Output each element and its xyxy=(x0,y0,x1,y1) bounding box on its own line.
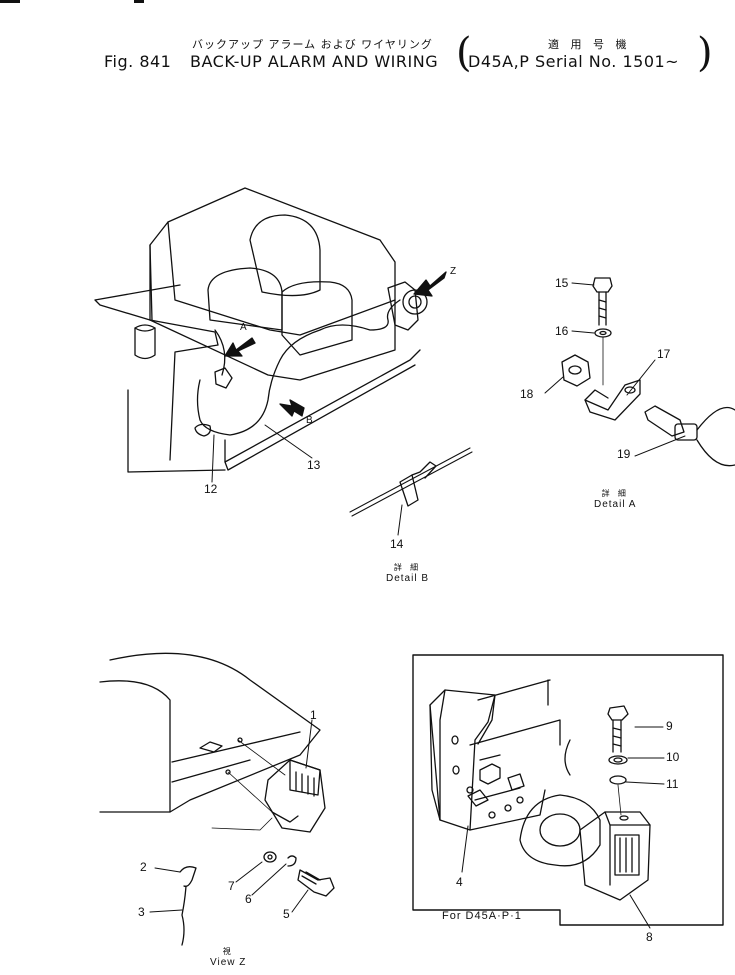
detail-a-drawing xyxy=(561,277,735,467)
detail-a-label: Detail A xyxy=(594,499,637,510)
detail-b-jp: 詳 細 xyxy=(393,563,422,572)
figure-title: BACK-UP ALARM AND WIRING xyxy=(190,52,439,71)
view-z-drawing xyxy=(99,652,335,946)
corner-mark xyxy=(134,0,144,3)
arrow-a-label: A xyxy=(240,322,247,333)
corner-mark xyxy=(0,0,20,3)
callout-8: 8 xyxy=(646,930,653,944)
close-paren: ) xyxy=(697,30,713,76)
callout-13: 13 xyxy=(307,458,321,472)
arrow-a xyxy=(224,337,256,357)
applicability-japanese: 適 用 号 機 xyxy=(548,38,631,51)
callout-7: 7 xyxy=(228,879,235,893)
callout-11: 11 xyxy=(666,777,679,791)
callout-12: 12 xyxy=(204,482,218,496)
arrow-b-label: B xyxy=(306,415,313,426)
figure-number: Fig. 841 xyxy=(104,52,172,71)
detail-a-caption: 詳 細 Detail A xyxy=(594,488,636,510)
inset-caption: For D45A·P·1 xyxy=(442,910,522,922)
detail-b-drawing xyxy=(349,447,473,517)
view-z-label: View Z xyxy=(210,957,247,968)
inset-drawing xyxy=(429,679,651,901)
tractor-rear-view xyxy=(94,187,428,473)
callout-5: 5 xyxy=(283,907,290,921)
callout-15: 15 xyxy=(555,276,569,290)
callout-1: 1 xyxy=(310,708,317,722)
callout-3: 3 xyxy=(138,905,145,919)
callout-16: 16 xyxy=(555,324,569,338)
callout-2: 2 xyxy=(140,860,147,874)
view-z-jp: 視 xyxy=(222,947,234,956)
title-japanese: バックアップ アラーム および ワイヤリング xyxy=(192,38,433,51)
callout-17: 17 xyxy=(657,347,671,361)
detail-a-jp: 詳 細 xyxy=(601,489,629,498)
inset-frame xyxy=(412,654,724,926)
open-paren: ( xyxy=(456,30,472,76)
detail-b-label: Detail B xyxy=(386,573,430,584)
arrow-z-label: Z xyxy=(450,266,457,277)
arrow-z xyxy=(413,271,447,297)
callout-9: 9 xyxy=(666,719,673,733)
callout-4: 4 xyxy=(456,875,463,889)
arrow-b xyxy=(279,399,305,417)
callout-10: 10 xyxy=(666,750,680,764)
applicability: D45A,P Serial No. 1501~ xyxy=(468,52,680,71)
view-z-caption: 視 View Z xyxy=(210,946,246,968)
callout-14: 14 xyxy=(390,537,404,551)
callout-18: 18 xyxy=(520,387,534,401)
detail-b-caption: 詳 細 Detail B xyxy=(386,562,429,584)
page-header: バックアップ アラーム および ワイヤリング 適 用 号 機 Fig. 841 … xyxy=(0,0,735,90)
callout-6: 6 xyxy=(245,892,252,906)
callout-19: 19 xyxy=(617,447,631,461)
